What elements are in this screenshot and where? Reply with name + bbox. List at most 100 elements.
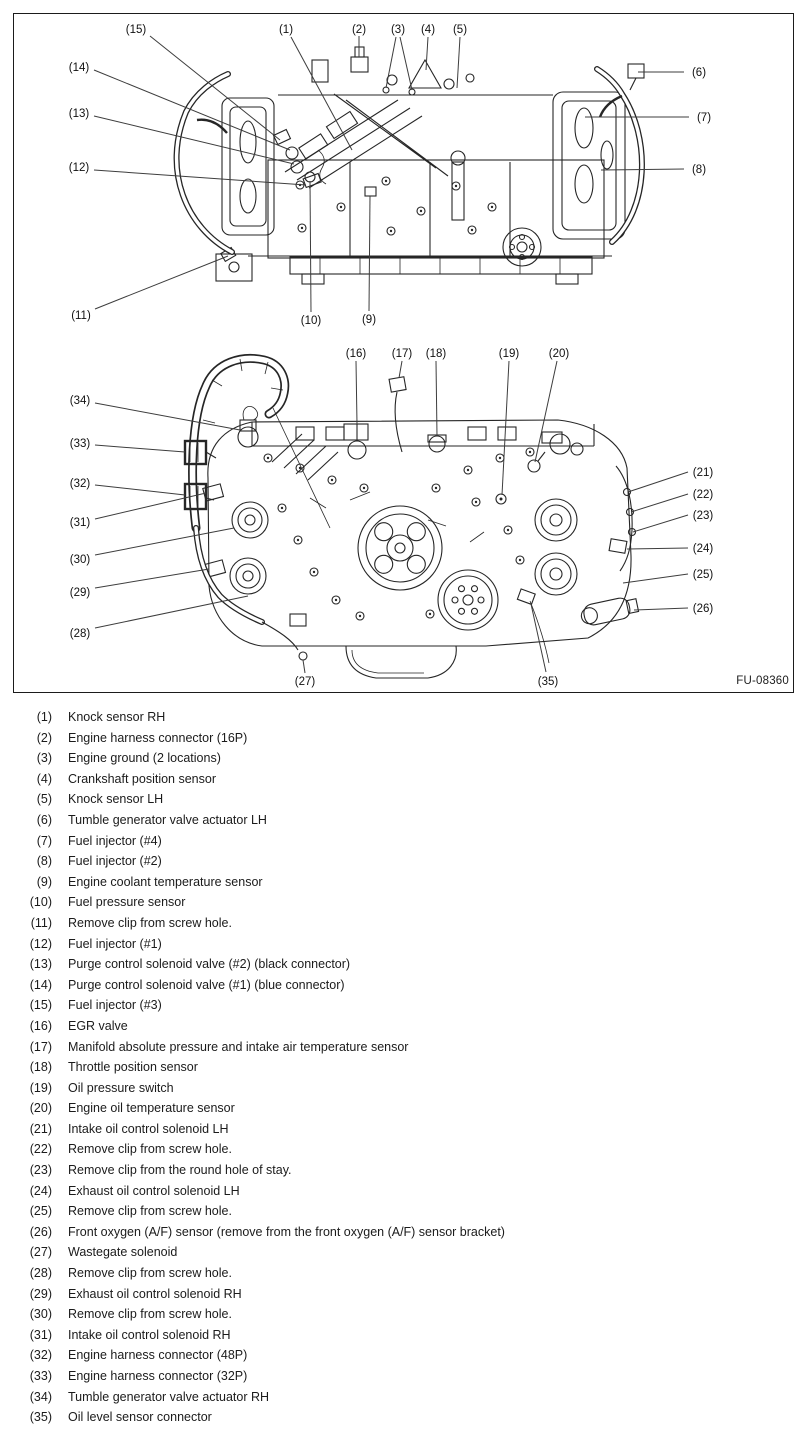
legend-item-text: Purge control solenoid valve (#2) (black… (68, 957, 351, 972)
callout-label: (2) (352, 24, 366, 36)
legend-item-text: Engine oil temperature sensor (68, 1101, 235, 1116)
legend-item: (1)Knock sensor RH (0, 707, 805, 728)
callout-label: (35) (538, 676, 559, 688)
callout-leader-line (626, 547, 689, 550)
legend-item-number: (23) (29, 1163, 52, 1178)
legend-item: (20) Engine oil temperature sensor (0, 1098, 805, 1119)
callout-leader-line (368, 195, 371, 312)
callout-label: (12) (69, 162, 90, 174)
callout-label: (4) (421, 24, 435, 36)
legend-item-text: Remove clip from screw hole. (68, 1307, 232, 1322)
callout-leader-line (94, 595, 249, 629)
legend-item-number: (30) (29, 1307, 52, 1322)
callout-label: (21) (693, 467, 714, 479)
callout-leader-line (93, 115, 295, 165)
callout-label: (32) (70, 478, 91, 490)
legend-item-text: Fuel injector (#4) (68, 833, 162, 848)
legend-item-text: Front oxygen (A/F) sensor (remove from t… (68, 1224, 505, 1239)
legend-item: (13) Purge control solenoid valve (#2) (b… (0, 954, 805, 975)
legend-item-number: (16) (29, 1018, 52, 1033)
legend-item-text: Exhaust oil control solenoid LH (68, 1183, 240, 1198)
legend-item-number: (13) (29, 957, 52, 972)
callout-label: (1) (279, 24, 293, 36)
callout-label: (6) (692, 67, 706, 79)
legend-item-number: (34) (29, 1389, 52, 1404)
bottom-engine-view-art (183, 354, 640, 679)
legend-item: (3)Engine ground (2 locations) (0, 748, 805, 769)
callout-leader-line (534, 360, 558, 463)
callout-leader-line (94, 492, 207, 520)
legend-item-number: (19) (29, 1080, 52, 1095)
legend-item: (26) Front oxygen (A/F) sensor (remove fr… (0, 1222, 805, 1243)
legend-item: (32)Engine harness connector (48P) (0, 1345, 805, 1366)
callout-label: (20) (549, 348, 570, 360)
legend-item-number: (22) (29, 1142, 52, 1157)
legend-item-text: Engine harness connector (32P) (68, 1369, 248, 1383)
legend-item-number: (17) (29, 1039, 52, 1054)
legend-item: (27)Wastegate solenoid (0, 1242, 805, 1263)
legend-item: (28) Remove clip from screw hole. (0, 1263, 805, 1284)
engine-diagram: (15)(1)(2)(3)(4)(5)(6)(7)(8)(14)(13)(12)… (69, 24, 714, 688)
legend-item: (16) EGR valve (0, 1016, 805, 1037)
callout-label: (10) (301, 315, 322, 327)
callout-label: (17) (392, 348, 413, 360)
legend-item: (19) Oil pressure switch (0, 1078, 805, 1099)
callout-label: (31) (70, 517, 91, 529)
callout-leader-line (309, 180, 312, 313)
callout-label: (30) (70, 554, 91, 566)
legend-item-text: Tumble generator valve actuator RH (68, 1389, 270, 1404)
callout-label: (9) (362, 314, 376, 326)
callout-label: (26) (693, 603, 714, 615)
legend-item-number: (24) (29, 1183, 52, 1198)
legend-item-number: (21) (29, 1121, 52, 1136)
legend-item: (11)Remove clip from screw hole. (0, 913, 805, 934)
legend-item-text: Oil level sensor connector (68, 1410, 212, 1425)
callout-leader-line (149, 35, 281, 141)
legend-item-text: Fuel injector (#3) (68, 998, 162, 1013)
callout-leader-line (633, 607, 689, 611)
callout-leader-line (94, 568, 210, 589)
legend-item-number: (31) (29, 1327, 52, 1342)
callout-layer: (15)(1)(2)(3)(4)(5)(6)(7)(8)(14)(13)(12)… (69, 24, 714, 688)
legend-item-number: (8) (36, 854, 52, 869)
legend-item-text: Remove clip from screw hole. (68, 1266, 232, 1281)
legend-item-text: EGR valve (68, 1018, 128, 1033)
callout-label: (19) (499, 348, 520, 360)
legend-item: (34) Tumble generator valve actuator RH (0, 1387, 805, 1408)
legend-item: (7) Fuel injector (#4) (0, 831, 805, 852)
legend-item-text: Remove clip from the round hole of stay. (68, 1163, 292, 1178)
legend-item-text: Oil pressure switch (68, 1080, 174, 1095)
legend-item-number: (9) (36, 874, 52, 889)
callout-leader-line (93, 169, 307, 186)
legend-item-number: (3) (36, 751, 52, 766)
bottom-engine-view-callouts: (16)(17)(18)(19)(20)(34)(33)(32)(31)(30)… (70, 348, 714, 688)
legend-item: (31)Intake oil control solenoid RH (0, 1325, 805, 1346)
legend-item-text: Fuel pressure sensor (68, 895, 186, 910)
legend-item: (30) Remove clip from screw hole. (0, 1304, 805, 1325)
callout-label: (5) (453, 24, 467, 36)
legend-item: (25)Remove clip from screw hole. (0, 1201, 805, 1222)
legend-item-number: (5) (36, 792, 52, 807)
legend-item-text: Engine coolant temperature sensor (68, 874, 263, 889)
legend-list: (1)Knock sensor RH(2)Engine harness conn… (0, 707, 805, 1428)
legend-item-text: Engine harness connector (16P) (68, 730, 248, 745)
callout-leader-line (302, 659, 306, 674)
legend-item: (5)Knock sensor LH (0, 789, 805, 810)
legend-item-number: (20) (29, 1101, 52, 1116)
callout-label: (11) (71, 310, 91, 322)
callout-label: (25) (693, 569, 714, 581)
legend-item-number: (28) (29, 1266, 52, 1281)
callout-label: (23) (693, 510, 714, 522)
callout-label: (18) (426, 348, 447, 360)
legend-item: (21)Intake oil control solenoid LH (0, 1119, 805, 1140)
legend-item-text: Tumble generator valve actuator LH (68, 812, 267, 827)
legend-item-text: Knock sensor RH (68, 710, 166, 724)
callout-leader-line (398, 360, 403, 379)
callout-leader-line (435, 360, 438, 437)
legend-item-number: (26) (29, 1224, 52, 1239)
legend-item-number: (7) (36, 833, 52, 848)
legend-item: (29)Exhaust oil control solenoid RH (0, 1284, 805, 1305)
callout-label: (22) (693, 489, 714, 501)
legend-item-number: (11) (30, 915, 52, 930)
